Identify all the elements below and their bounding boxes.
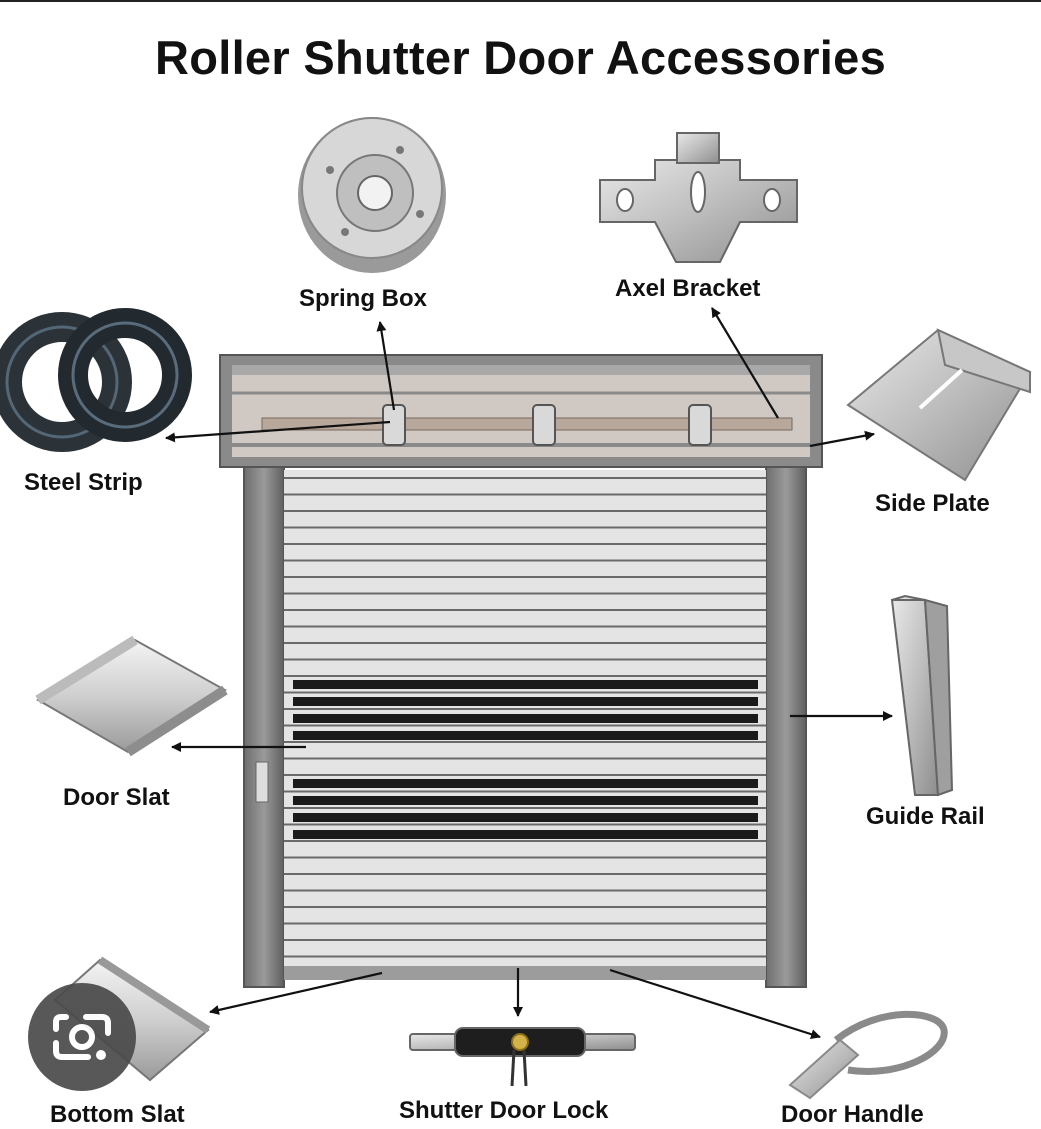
arrow-door-handle: [609, 968, 821, 1040]
label-door-slat: Door Slat: [63, 784, 170, 811]
label-axel-bracket: Axel Bracket: [615, 275, 761, 302]
label-bottom-slat: Bottom Slat: [50, 1101, 185, 1128]
arrow-side-plate: [809, 430, 875, 448]
control-switch: [255, 761, 269, 803]
header-interior: [232, 365, 810, 457]
right-guide-post: [765, 466, 807, 988]
callout-arrows: [165, 307, 893, 1040]
label-spring-box: Spring Box: [299, 285, 428, 312]
steel-strip-image: [0, 308, 192, 452]
door-handle-image: [788, 1010, 948, 1100]
vision-panel: [293, 680, 758, 839]
guide-rail-image: [890, 594, 954, 797]
arrow-spring-box: [376, 321, 396, 411]
curtain-slats: [284, 477, 766, 958]
axel-bracket-image: [599, 132, 798, 263]
spring-box-image: [298, 117, 446, 273]
door-slat-image: [35, 635, 228, 757]
roller-shutter-door: [219, 354, 823, 988]
bottom-bar: [284, 966, 766, 980]
google-lens-icon[interactable]: [28, 983, 136, 1091]
shutter-door-lock-image: [409, 1027, 636, 1087]
axle-shaft: [261, 417, 793, 431]
camera-search-icon: [53, 1014, 111, 1060]
axle-clamp: [382, 404, 712, 446]
label-shutter-door-lock: Shutter Door Lock: [399, 1097, 609, 1124]
label-side-plate: Side Plate: [875, 490, 990, 517]
arrow-steel-strip: [165, 420, 391, 443]
label-steel-strip: Steel Strip: [24, 469, 143, 496]
left-guide-post: [243, 466, 285, 988]
arrow-axel-bracket: [711, 307, 779, 419]
label-door-handle: Door Handle: [781, 1101, 924, 1128]
diagram-title: Roller Shutter Door Accessories: [154, 31, 887, 84]
arrow-bottom-slat: [209, 971, 383, 1015]
side-plate-image: [846, 328, 1032, 482]
label-guide-rail: Guide Rail: [866, 803, 985, 830]
top-border: [0, 0, 1041, 2]
